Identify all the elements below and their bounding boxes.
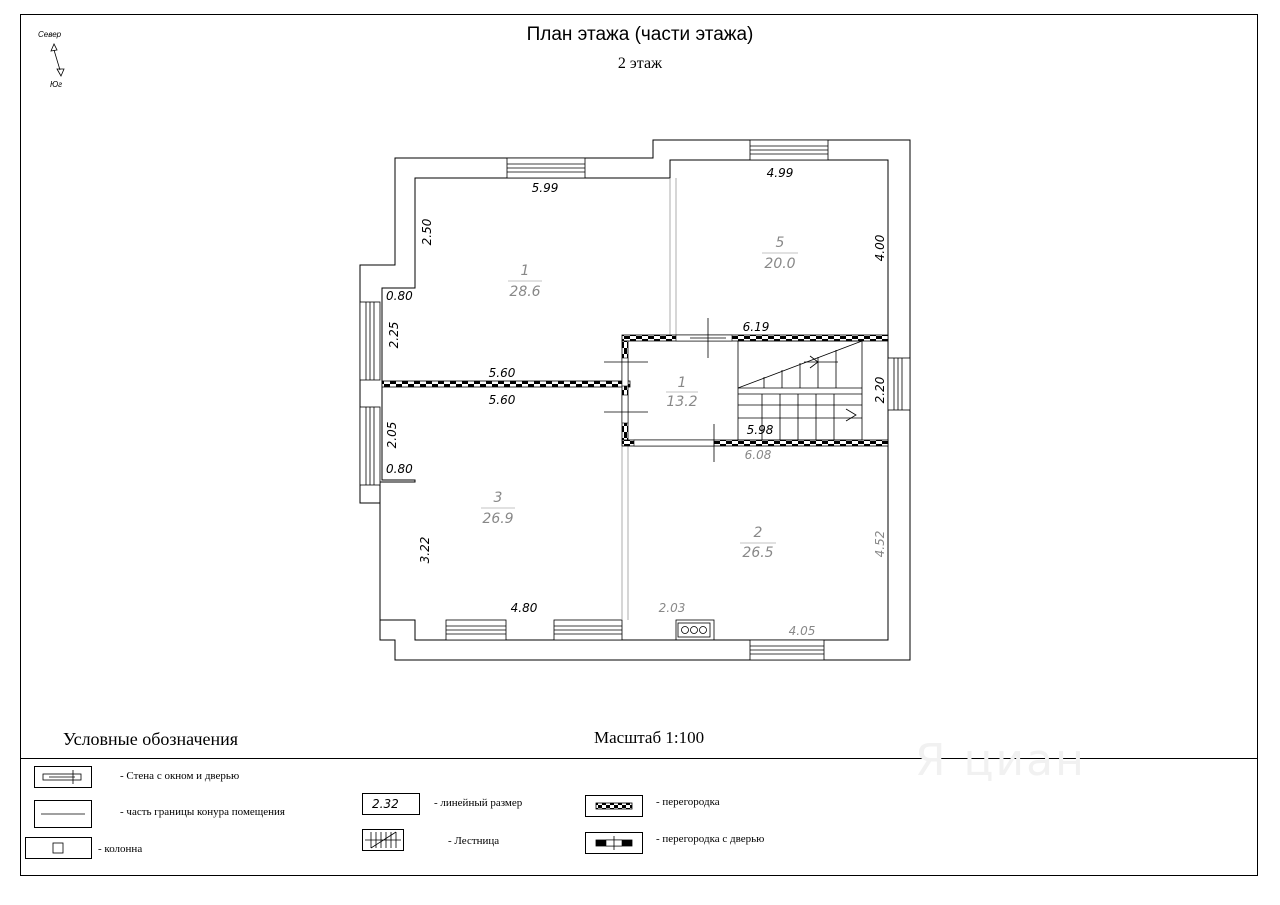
drawing-frame: [20, 14, 1258, 876]
legend-wall-label: - Стена с окном и дверью: [120, 770, 240, 782]
dim-room3-left-lower: 3.22: [418, 537, 432, 564]
legend-boundary-swatch: [34, 800, 92, 828]
window-bottom-right: [749, 639, 825, 661]
dim-room1-bottom: 5.98: [747, 423, 774, 437]
partition-horizontal-left: [381, 380, 631, 388]
dim-room4-step: 0.80: [386, 289, 413, 303]
room-area: 20.0: [764, 256, 795, 272]
room-number: 5: [776, 235, 785, 251]
door-room2: [633, 439, 715, 447]
dim-room3-step: 0.80: [386, 462, 413, 476]
floor-subtitle: 2 этаж: [617, 55, 663, 72]
compass-south-label: Юг: [50, 80, 63, 89]
dim-room5-right: 4.00: [873, 234, 887, 261]
floor-plan: 1 28.6 5 20.0 1 13.2 3 26.9 2 26.5 5.99 …: [359, 139, 911, 661]
legend-linear-swatch: 2.32: [362, 793, 420, 815]
window-right: [887, 357, 911, 411]
legend-stairs-swatch: [362, 829, 404, 851]
boundary-line-icon: [41, 813, 85, 815]
dim-room4-top: 5.99: [532, 181, 559, 195]
legend-boundary-label: - часть границы конура помещения: [120, 806, 285, 818]
partition-icon: [595, 802, 633, 810]
dim-room2-bottom-right: 4.05: [789, 624, 816, 638]
dim-room1-right: 2.20: [873, 376, 887, 403]
room-number: 1: [521, 263, 530, 279]
room-4-label: 1 28.6: [508, 263, 542, 300]
plan-title: План этажа (части этажа): [526, 24, 754, 45]
door-room3: [621, 394, 629, 424]
dim-room1-top: 6.19: [743, 320, 770, 334]
compass-north-label: Север: [38, 30, 62, 39]
window-top-left: [506, 157, 586, 179]
legend-wall-swatch: [34, 766, 92, 788]
wall-window-door-icon: [42, 770, 82, 784]
compass-arrow-icon: [50, 43, 65, 77]
legend-partition-door-label: - перегородка с дверью: [656, 833, 765, 845]
room-boundaries: [621, 178, 677, 620]
room-area: 26.5: [742, 545, 773, 561]
room-area: 28.6: [509, 284, 540, 300]
outer-wall: [359, 139, 911, 661]
staircase: [737, 340, 863, 441]
partition-room1-top: [621, 334, 889, 342]
room-area: 26.9: [482, 511, 513, 527]
column-icon: [52, 842, 64, 854]
door-markers: [604, 318, 726, 462]
watermark-logo: Я циан: [915, 735, 1086, 786]
dim-room3-bottom: 4.80: [511, 601, 538, 615]
sink-icon: [675, 619, 715, 641]
room-5-label: 5 20.0: [762, 235, 798, 272]
legend-linear-label: - линейный размер: [434, 797, 523, 809]
legend-title: Условные обозначения: [63, 729, 239, 749]
window-bottom-mid: [553, 619, 623, 641]
legend-partition-label: - перегородка: [656, 796, 720, 808]
dim-partition-upper: 5.60: [489, 366, 516, 380]
compass: Север Юг: [36, 30, 76, 94]
stairs-icon: [365, 831, 401, 849]
room-1-label: 1 13.2: [666, 375, 698, 410]
dim-room2-bottom-left: 2.03: [659, 601, 686, 615]
dim-room3-left-upper: 2.05: [385, 422, 399, 449]
dim-room2-right: 4.52: [873, 531, 887, 558]
dim-room4-left-lower: 2.25: [387, 322, 401, 349]
legend-column-swatch: [25, 837, 92, 859]
linear-sample: 2.32: [372, 797, 399, 811]
partition-room1-left: [621, 340, 629, 441]
legend-partition-swatch: [585, 795, 643, 817]
door-room4: [621, 357, 629, 387]
partition-door-icon: [595, 836, 633, 850]
room-number: 1: [678, 375, 687, 391]
dim-partition-lower: 5.60: [489, 393, 516, 407]
room-3-label: 3 26.9: [481, 490, 515, 527]
legend-stairs-label: - Лестница: [448, 835, 500, 847]
legend-column-label: - колонна: [98, 843, 143, 855]
room-2-label: 2 26.5: [740, 525, 776, 561]
legend-separator: [20, 758, 1258, 759]
window-bottom-left: [445, 619, 507, 641]
window-left-upper: [359, 301, 381, 381]
dim-room4-left-upper: 2.50: [420, 218, 434, 245]
room-number: 3: [494, 490, 503, 506]
room-number: 2: [754, 525, 763, 541]
window-top-right: [749, 139, 829, 161]
legend-partition-door-swatch: [585, 832, 643, 854]
dim-room5-top: 4.99: [767, 166, 794, 180]
room-area: 13.2: [666, 394, 697, 410]
scale-label: Масштаб 1:100: [594, 728, 705, 747]
dim-room2-top: 6.08: [745, 448, 772, 462]
window-left-lower: [359, 406, 381, 486]
